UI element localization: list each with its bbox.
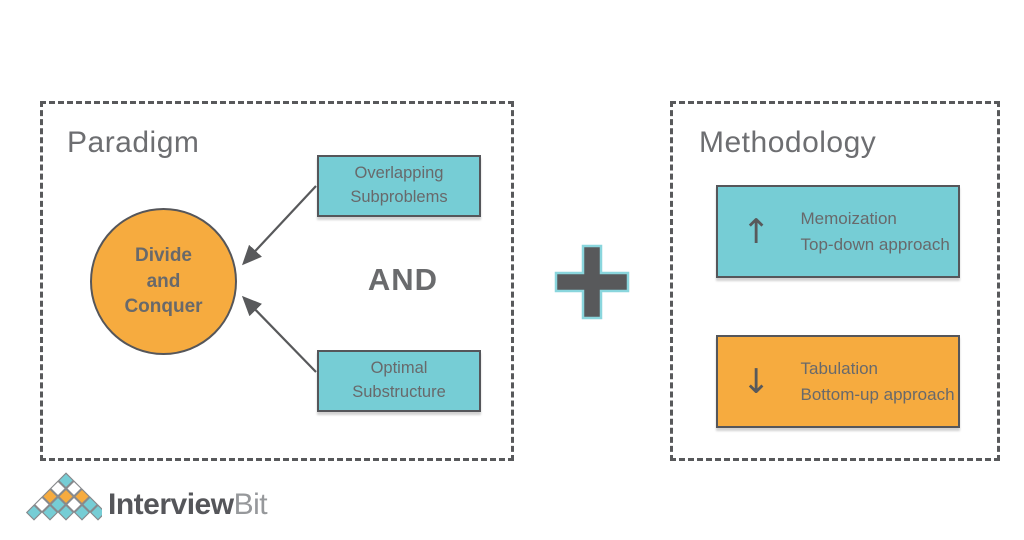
overlapping-subproblems-label: Overlapping Subproblems xyxy=(350,164,448,206)
optimal-substructure-label: Optimal Substructure xyxy=(352,359,446,401)
memoization-label: Memoization Top-down approach xyxy=(800,209,950,254)
divide-and-conquer-label: Divide and Conquer xyxy=(124,245,203,318)
interviewbit-logo: InterviewBit xyxy=(20,472,268,532)
methodology-title: Methodology xyxy=(699,126,877,159)
tabulation-node: ↓ Tabulation Bottom-up approach xyxy=(716,335,960,428)
and-label: AND xyxy=(367,262,439,297)
brand-name-bold: Interview xyxy=(108,488,234,521)
paradigm-panel: Paradigm Divide and Conquer Overlapping … xyxy=(40,101,514,461)
brand-name-light: Bit xyxy=(233,488,268,521)
arrow-up-icon: ↑ xyxy=(742,211,771,252)
arrow-down-icon: ↓ xyxy=(742,361,771,402)
interviewbit-wordmark: InterviewBit xyxy=(108,488,268,522)
plus-icon xyxy=(554,244,630,320)
methodology-panel: Methodology ↑ Memoization Top-down appro… xyxy=(670,101,1000,461)
optimal-substructure-node: Optimal Substructure xyxy=(317,350,481,412)
overlapping-subproblems-node: Overlapping Subproblems xyxy=(317,155,481,217)
divide-and-conquer-node: Divide and Conquer xyxy=(90,208,237,355)
paradigm-title: Paradigm xyxy=(67,126,200,159)
interviewbit-pyramid-icon xyxy=(25,472,102,521)
tabulation-label: Tabulation Bottom-up approach xyxy=(800,359,955,404)
memoization-node: ↑ Memoization Top-down approach xyxy=(716,185,960,278)
